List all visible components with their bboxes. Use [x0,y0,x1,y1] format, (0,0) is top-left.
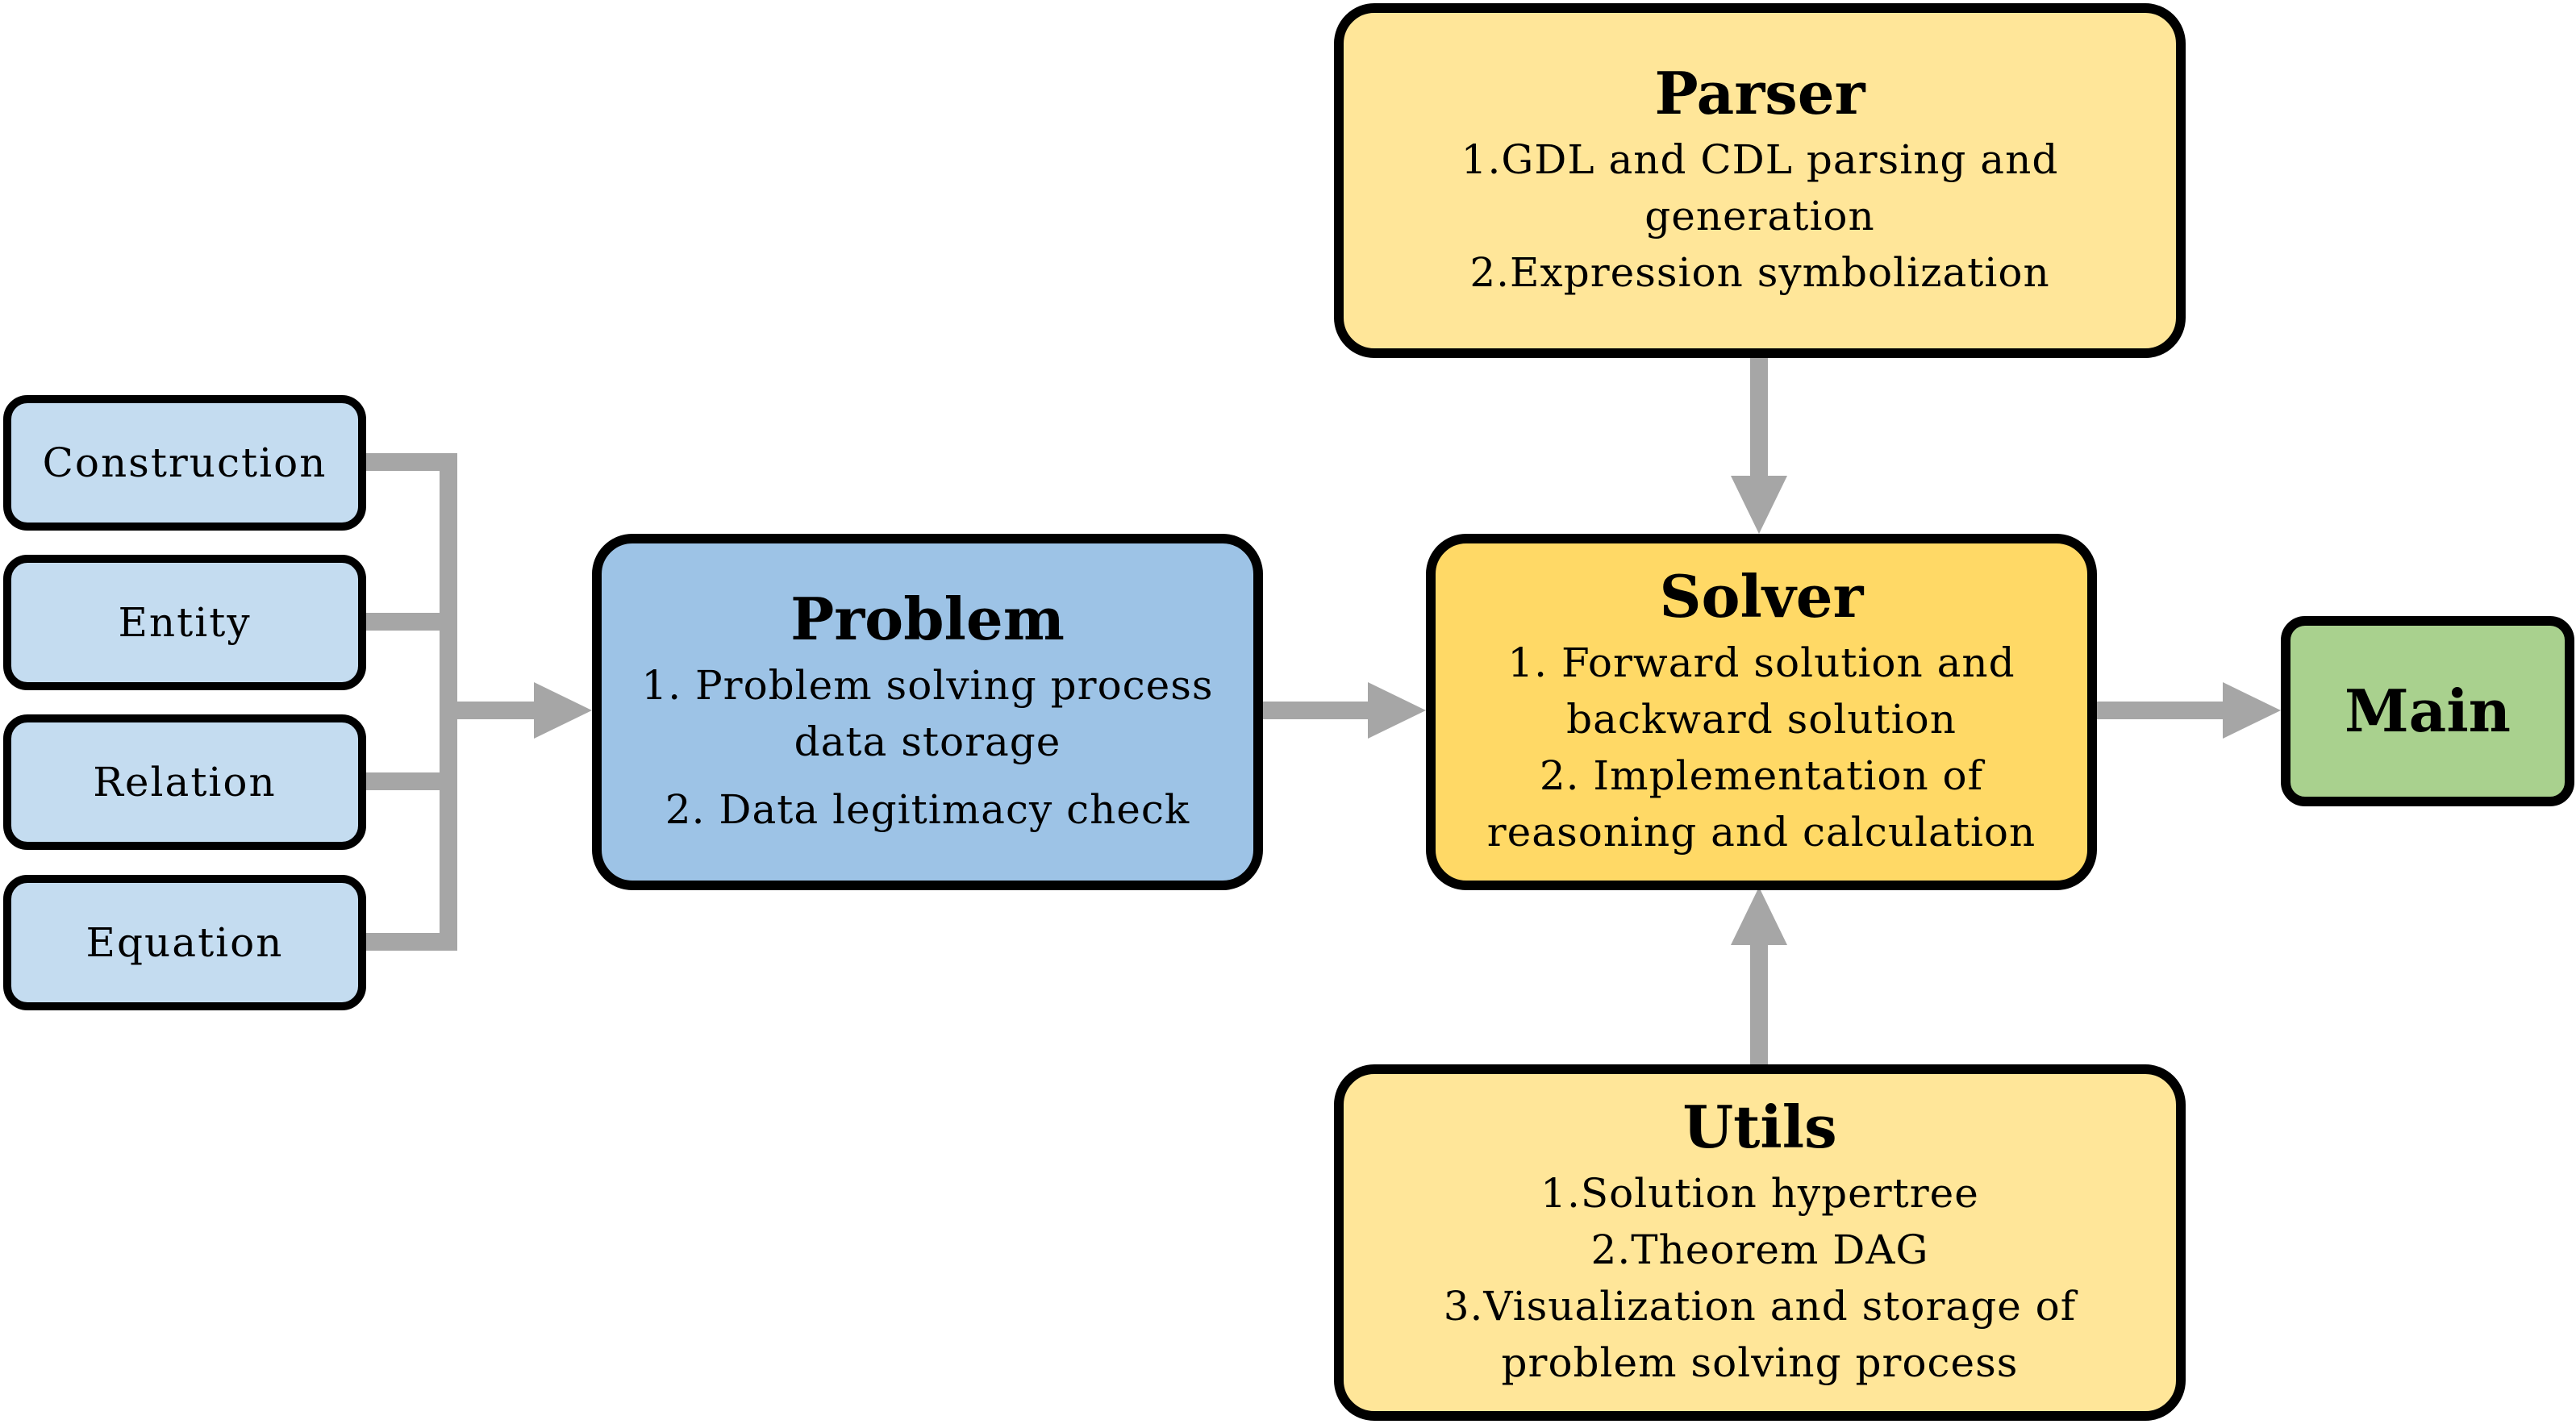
problem-line-2: data storage [794,718,1061,766]
relation-box: Relation [3,714,366,850]
parser-title: Parser [1654,58,1865,127]
parser-box: Parser 1.GDL and CDL parsing and generat… [1334,3,2186,358]
entity-box: Entity [3,555,366,690]
utils-box: Utils 1.Solution hypertree 2.Theorem DAG… [1334,1064,2186,1421]
utils-title: Utils [1682,1092,1837,1161]
solver-title: Solver [1659,561,1864,631]
parser-line-3: 2.Expression symbolization [1469,249,2050,297]
relation-label: Relation [93,759,277,806]
solver-line-2: backward solution [1566,696,1957,743]
utils-line-1: 1.Solution hypertree [1540,1170,1979,1218]
construction-label: Construction [42,439,327,486]
problem-box: Problem 1. Problem solving process data … [592,534,1263,890]
construction-box: Construction [3,395,366,531]
solver-line-4: reasoning and calculation [1486,809,2036,856]
main-box: Main [2281,616,2574,806]
parser-line-2: generation [1644,193,1875,240]
arrow-from-parser [1731,476,1787,534]
entity-label: Entity [118,599,252,646]
solver-line-1: 1. Forward solution and [1507,639,2015,687]
utils-line-4: problem solving process [1501,1339,2019,1387]
arrow-from-utils [1731,887,1787,945]
parser-line-1: 1.GDL and CDL parsing and [1461,136,2059,184]
arrow-to-solver-from-problem [1368,682,1426,739]
arrow-to-main [2223,682,2281,739]
problem-line-3: 2. Data legitimacy check [665,786,1190,834]
equation-box: Equation [3,875,366,1010]
problem-title: Problem [790,584,1065,653]
utils-line-2: 2.Theorem DAG [1590,1226,1929,1274]
equation-label: Equation [85,919,284,966]
problem-line-1: 1. Problem solving process [641,662,1214,710]
solver-box: Solver 1. Forward solution and backward … [1426,534,2097,890]
arrow-to-problem [534,682,592,739]
solver-line-3: 2. Implementation of [1539,752,1984,800]
utils-line-3: 3.Visualization and storage of [1443,1283,2077,1330]
main-title: Main [2344,676,2511,745]
